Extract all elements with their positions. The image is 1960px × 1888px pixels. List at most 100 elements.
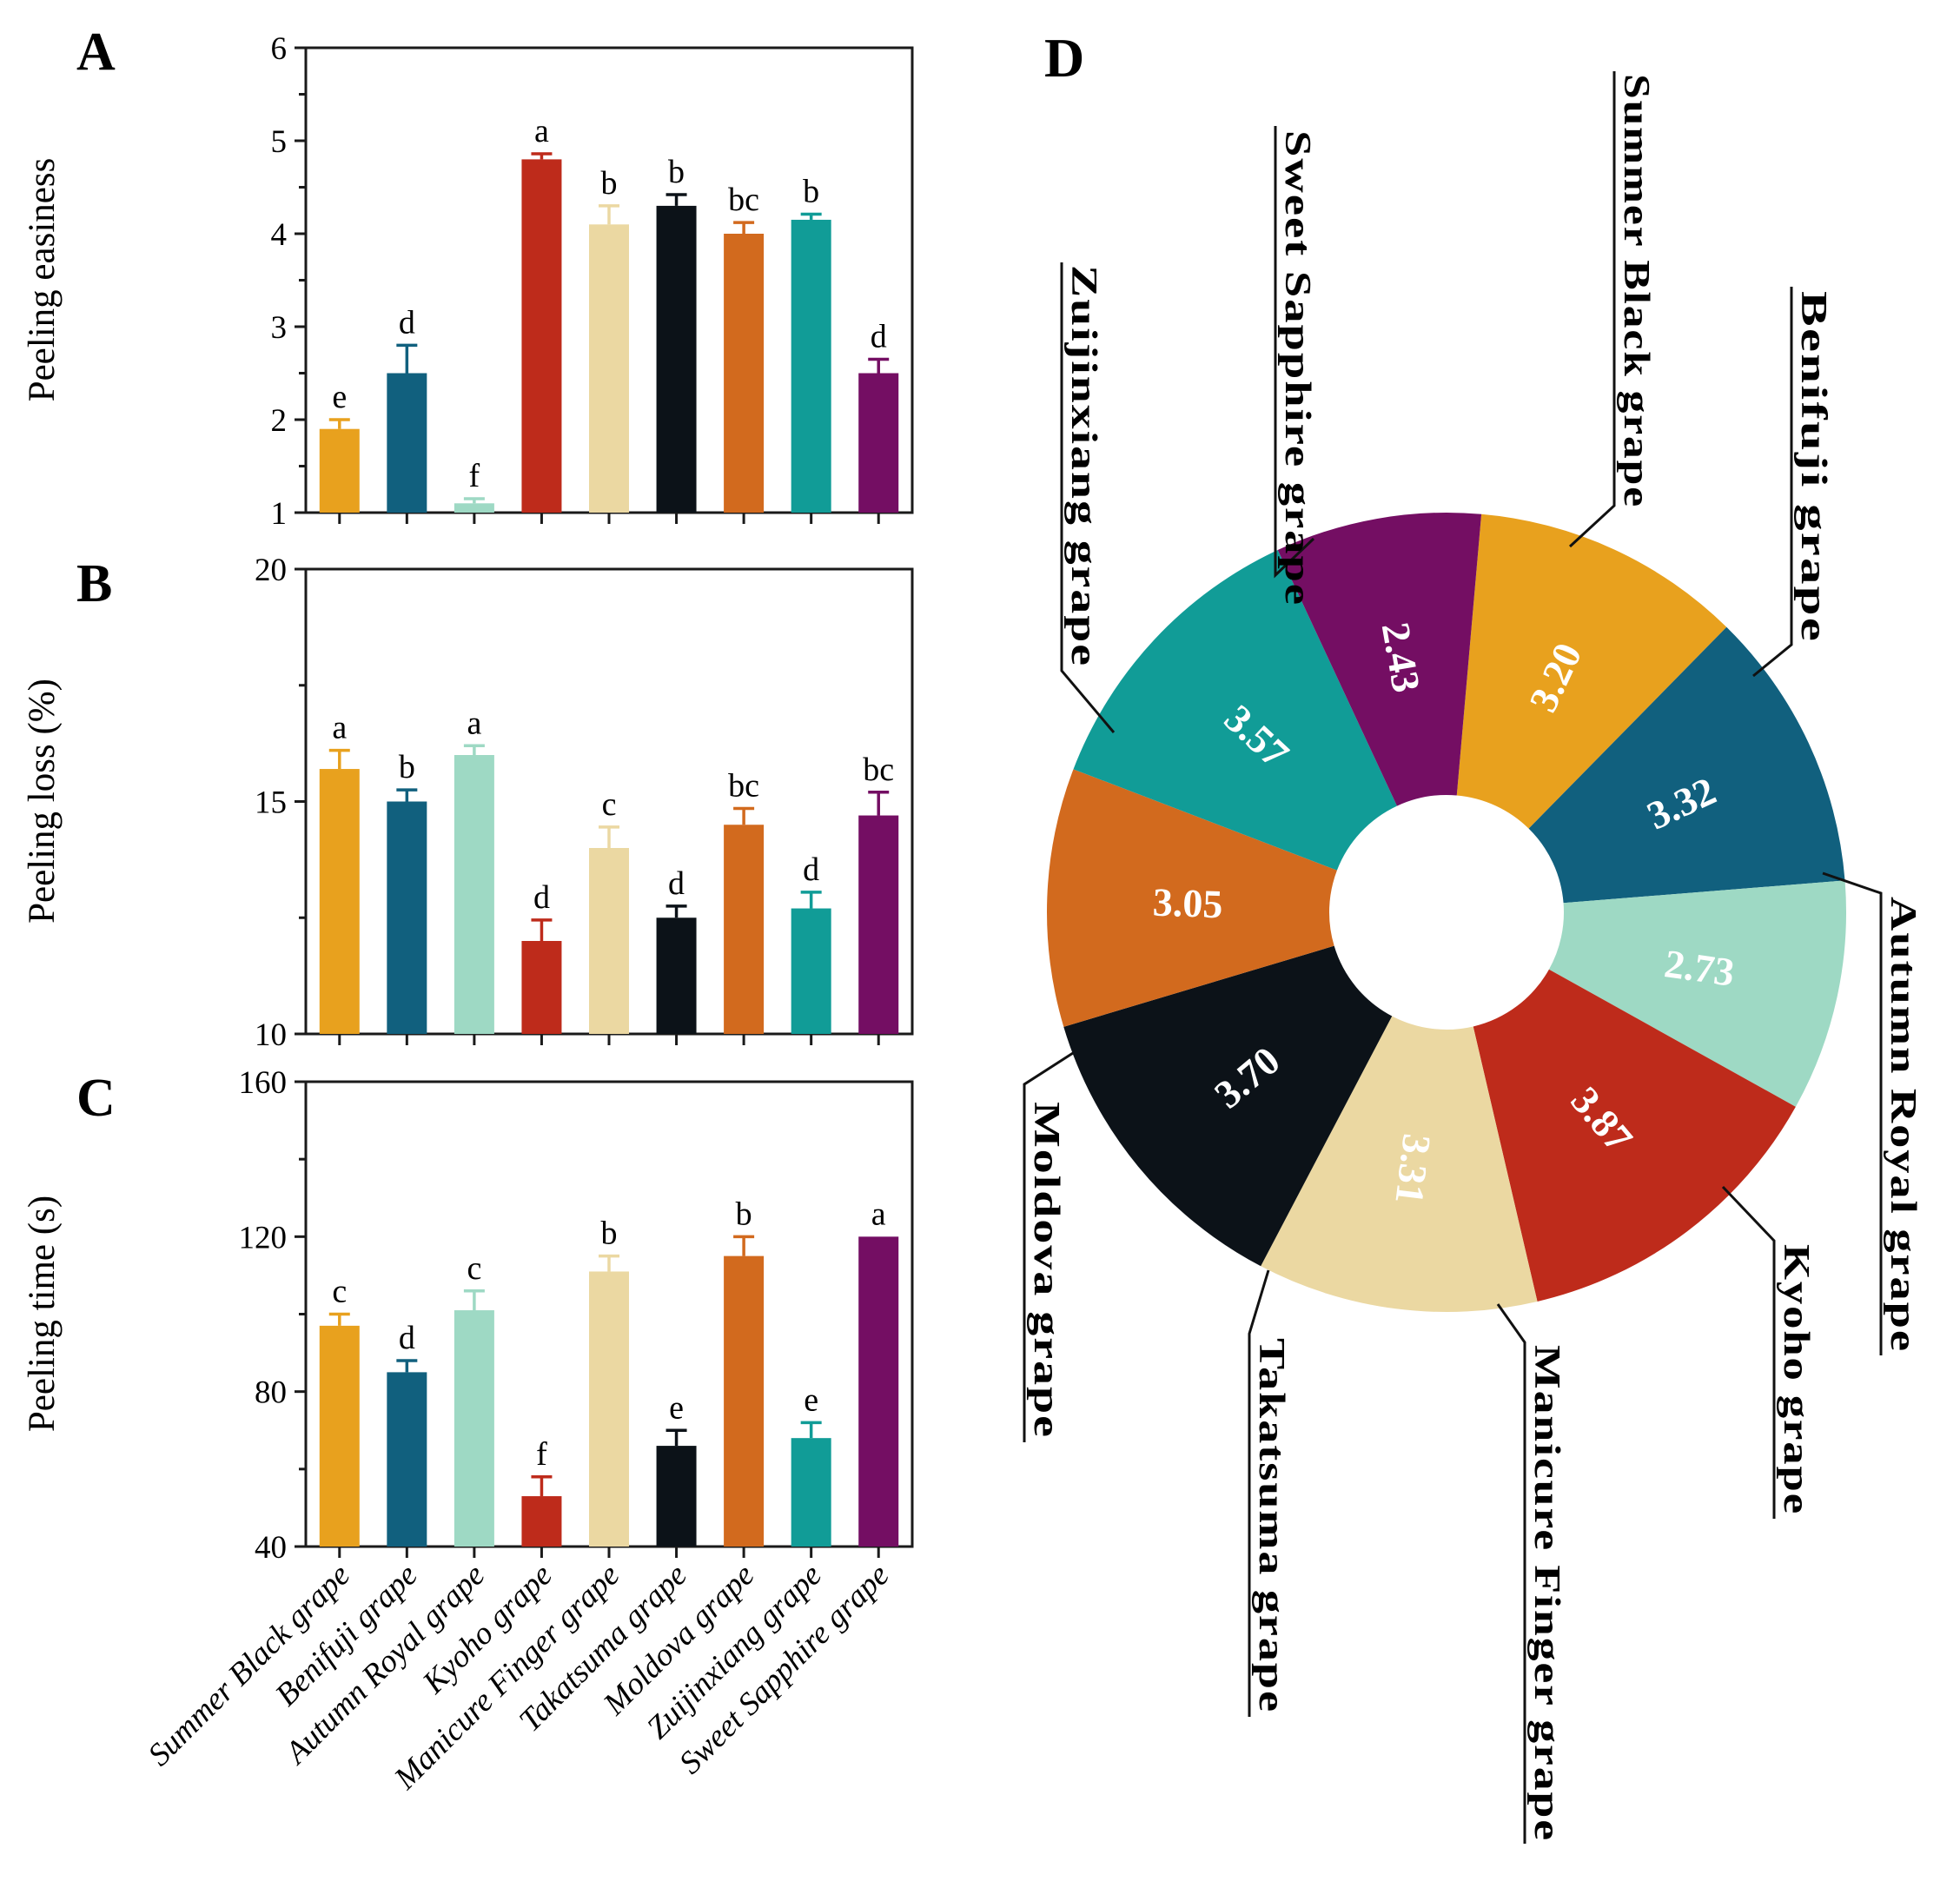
y-axis-title: Peeling time (s) (22, 1196, 63, 1432)
sig-letter: e (804, 1381, 818, 1418)
leader-line-takatsuma-grape (1248, 1269, 1270, 1717)
ytick-label: 80 (255, 1375, 287, 1411)
sig-letter: d (668, 865, 685, 902)
donut-value-autumn-royal-grape: 2.73 (1662, 941, 1738, 995)
ytick-label: 160 (239, 1065, 288, 1101)
donut-label-sweet-sapphire-grape: Sweet Sapphire grape (1277, 130, 1317, 606)
bar-benifuji-grape-a (387, 373, 427, 513)
leader-line-moldova-grape (1023, 1051, 1074, 1442)
sig-letter: a (332, 710, 347, 746)
sig-letter: bc (728, 182, 759, 218)
leader-line-summer-black-grape (1568, 71, 1616, 548)
panel-label-c: C (76, 1069, 116, 1128)
sig-letter: d (803, 851, 819, 888)
bar-autumn-royal-grape-b (454, 755, 494, 1034)
sig-letter: c (332, 1274, 347, 1310)
sig-letter: a (467, 705, 481, 741)
sig-letter: bc (728, 768, 759, 805)
sig-letter: a (534, 113, 549, 149)
sig-letter: d (399, 304, 415, 341)
panel-label-b: B (76, 554, 112, 613)
sig-letter: f (536, 1436, 547, 1473)
bar-zuijinxiang-grape-a (791, 219, 831, 513)
leader-line-zuijinxiang-grape (1060, 262, 1116, 733)
ytick-label: 6 (271, 31, 288, 67)
donut-label-summer-black-grape: Summer Black grape (1616, 74, 1656, 508)
donut-label-zuijinxiang-grape: Zuijinxiang grape (1063, 265, 1103, 667)
ytick-label: 2 (271, 403, 288, 439)
bar-manicure-finger-grape-a (589, 224, 629, 513)
donut-slice-moldova-grape (1047, 769, 1337, 1027)
leader-line-autumn-royal-grape (1822, 871, 1883, 1355)
donut-label-manicure-finger-grape: Manicure Finger grape (1526, 1345, 1566, 1842)
bar-moldova-grape-a (724, 234, 765, 513)
y-axis-title: Peeling loss (%) (22, 679, 63, 924)
bar-takatsuma-grape-c (656, 1446, 697, 1547)
donut-slice-autumn-royal-grape (1548, 880, 1846, 1107)
donut-slice-summer-black-grape (1456, 513, 1727, 829)
sig-letter: f (469, 458, 480, 494)
sig-letter: b (668, 154, 685, 190)
ytick-label: 3 (271, 310, 288, 346)
bar-summer-black-grape-c (319, 1325, 360, 1547)
sig-letter: b (601, 165, 618, 202)
ytick-label: 4 (271, 217, 288, 253)
ytick-label: 20 (255, 553, 287, 588)
ytick-label: 10 (255, 1017, 287, 1053)
bar-sweet-sapphire-grape-a (858, 373, 899, 513)
bar-takatsuma-grape-a (656, 205, 697, 513)
bar-moldova-grape-c (724, 1255, 765, 1547)
y-axis-title: Peeling easiness (22, 158, 63, 402)
sig-letter: d (533, 879, 550, 916)
sig-letter: b (736, 1196, 752, 1232)
leader-line-sweet-sapphire-grape (1274, 126, 1315, 579)
bar-sweet-sapphire-grape-c (858, 1236, 899, 1547)
bar-autumn-royal-grape-c (454, 1310, 494, 1547)
donut-label-kyoho-grape: Kyoho grape (1776, 1244, 1816, 1515)
ytick-label: 1 (271, 496, 288, 532)
panel-label-a: A (76, 23, 116, 82)
ytick-label: 15 (255, 785, 287, 821)
ytick-label: 5 (271, 124, 288, 160)
sig-letter: d (871, 318, 887, 354)
bar-summer-black-grape-b (319, 769, 360, 1034)
bar-takatsuma-grape-b (656, 918, 697, 1034)
bar-benifuji-grape-c (387, 1372, 427, 1547)
sig-letter: d (399, 1320, 415, 1356)
bar-kyoho-grape-a (521, 159, 562, 513)
sig-letter: b (803, 174, 819, 210)
bar-manicure-finger-grape-b (589, 848, 629, 1034)
panel-label-d: D (1044, 27, 1084, 89)
bar-kyoho-grape-b (521, 941, 562, 1034)
donut-label-takatsuma-grape: Takatsuma grape (1251, 1338, 1291, 1713)
bar-autumn-royal-grape-a (454, 503, 494, 513)
sig-letter: e (669, 1389, 684, 1426)
donut-panel-layer: 3.203.322.733.873.313.703.053.572.43Summ… (1023, 71, 1923, 1844)
sig-letter: c (467, 1250, 481, 1287)
bar-sweet-sapphire-grape-b (858, 815, 899, 1034)
donut-slice-takatsuma-grape (1063, 945, 1393, 1267)
donut-slice-manicure-finger-grape (1261, 1016, 1538, 1312)
leader-line-benifuji-grape (1752, 287, 1793, 678)
leader-line-kyoho-grape (1721, 1185, 1776, 1519)
sig-letter: b (601, 1216, 618, 1252)
bar-summer-black-grape-a (319, 428, 360, 513)
donut-slice-benifuji-grape (1528, 626, 1845, 904)
sig-letter: e (332, 379, 347, 415)
ytick-label: 40 (255, 1530, 287, 1566)
leader-line-manicure-finger-grape (1496, 1303, 1526, 1844)
bar-zuijinxiang-grape-b (791, 908, 831, 1034)
donut-slice-kyoho-grape (1473, 969, 1796, 1302)
donut-value-moldova-grape: 3.05 (1152, 879, 1223, 926)
bar-kyoho-grape-c (521, 1496, 562, 1547)
donut-value-manicure-finger-grape: 3.31 (1387, 1131, 1439, 1206)
sig-letter: c (602, 786, 617, 823)
sig-letter: b (399, 749, 415, 785)
ytick-label: 120 (239, 1220, 288, 1255)
